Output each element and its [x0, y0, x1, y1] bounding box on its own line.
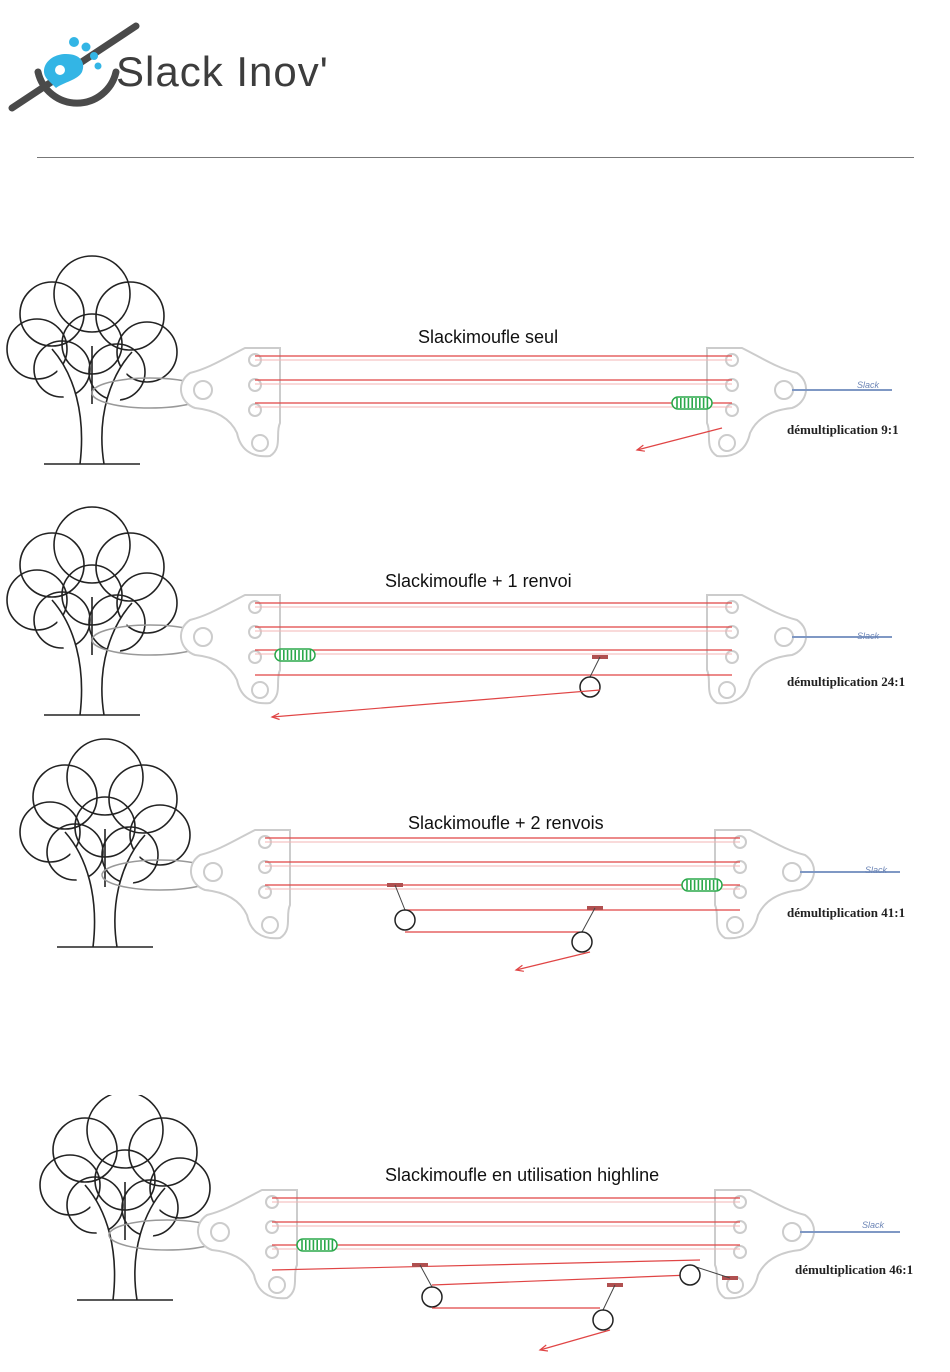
pulley-diagram	[0, 735, 950, 980]
diagram-panel-2: Slackimoufle + 1 renvoi Slack démultipli…	[0, 497, 950, 727]
ratio-label: démultiplication 41:1	[787, 905, 905, 921]
rope-strand	[272, 1260, 700, 1270]
redirect-pulley-icon	[572, 932, 592, 952]
redirect-pulley-icon	[593, 1310, 613, 1330]
rope-grab-teeth	[677, 398, 707, 408]
diagram-panel-3: Slackimoufle + 2 renvois Slack démultipl…	[0, 735, 950, 980]
pulley-diagram	[0, 497, 950, 727]
pulley-block-icon	[181, 348, 280, 456]
diagram-panel-4: Slackimoufle en utilisation highline Sla…	[0, 1095, 950, 1365]
tree-icon	[20, 739, 190, 947]
slackline-label: Slack	[857, 380, 879, 390]
brand-logo: Slack Inov'	[8, 10, 428, 120]
redirect-pulley-icon	[680, 1265, 700, 1285]
redirect-pulley-icon	[580, 677, 600, 697]
sling-line	[590, 657, 600, 677]
ratio-label: démultiplication 24:1	[787, 674, 905, 690]
pulley-block-icon	[191, 830, 290, 938]
panel-title: Slackimoufle seul	[418, 327, 558, 348]
redirect-pulley-icon	[422, 1287, 442, 1307]
sling-line	[603, 1285, 615, 1310]
pulley-block-icon	[198, 1190, 297, 1298]
pulley-block-icon	[715, 830, 814, 938]
pulley-block-icon	[715, 1190, 814, 1298]
tree-icon	[7, 507, 177, 715]
pulley-diagram	[0, 250, 950, 480]
slackline-label: Slack	[862, 1220, 884, 1230]
panel-title: Slackimoufle en utilisation highline	[385, 1165, 659, 1186]
tree-icon	[40, 1095, 210, 1300]
pull-direction-line	[516, 952, 590, 970]
brand-name: Slack Inov'	[116, 48, 329, 96]
rope-grab-teeth	[280, 650, 310, 660]
redirect-pulley-icon	[395, 910, 415, 930]
ratio-label: démultiplication 9:1	[787, 422, 899, 438]
slackline-label: Slack	[865, 865, 887, 875]
panel-title: Slackimoufle + 2 renvois	[408, 813, 604, 834]
pulley-diagram	[0, 1095, 950, 1365]
pulley-block-icon	[181, 595, 280, 703]
panel-title: Slackimoufle + 1 renvoi	[385, 571, 572, 592]
sling-line	[582, 908, 595, 932]
rope-grab-teeth	[687, 880, 717, 890]
pull-direction-line	[540, 1330, 610, 1350]
tree-icon	[7, 256, 177, 464]
pulley-block-icon	[707, 348, 806, 456]
header-divider	[37, 157, 914, 158]
rope-grab-teeth	[302, 1240, 332, 1250]
rope-strand	[432, 1275, 690, 1285]
slackline-label: Slack	[857, 631, 879, 641]
ratio-label: démultiplication 46:1	[795, 1262, 913, 1278]
diagram-panel-1: Slackimoufle seul Slack démultiplication…	[0, 250, 950, 480]
sling-line	[420, 1265, 432, 1287]
pull-direction-line	[272, 690, 600, 717]
